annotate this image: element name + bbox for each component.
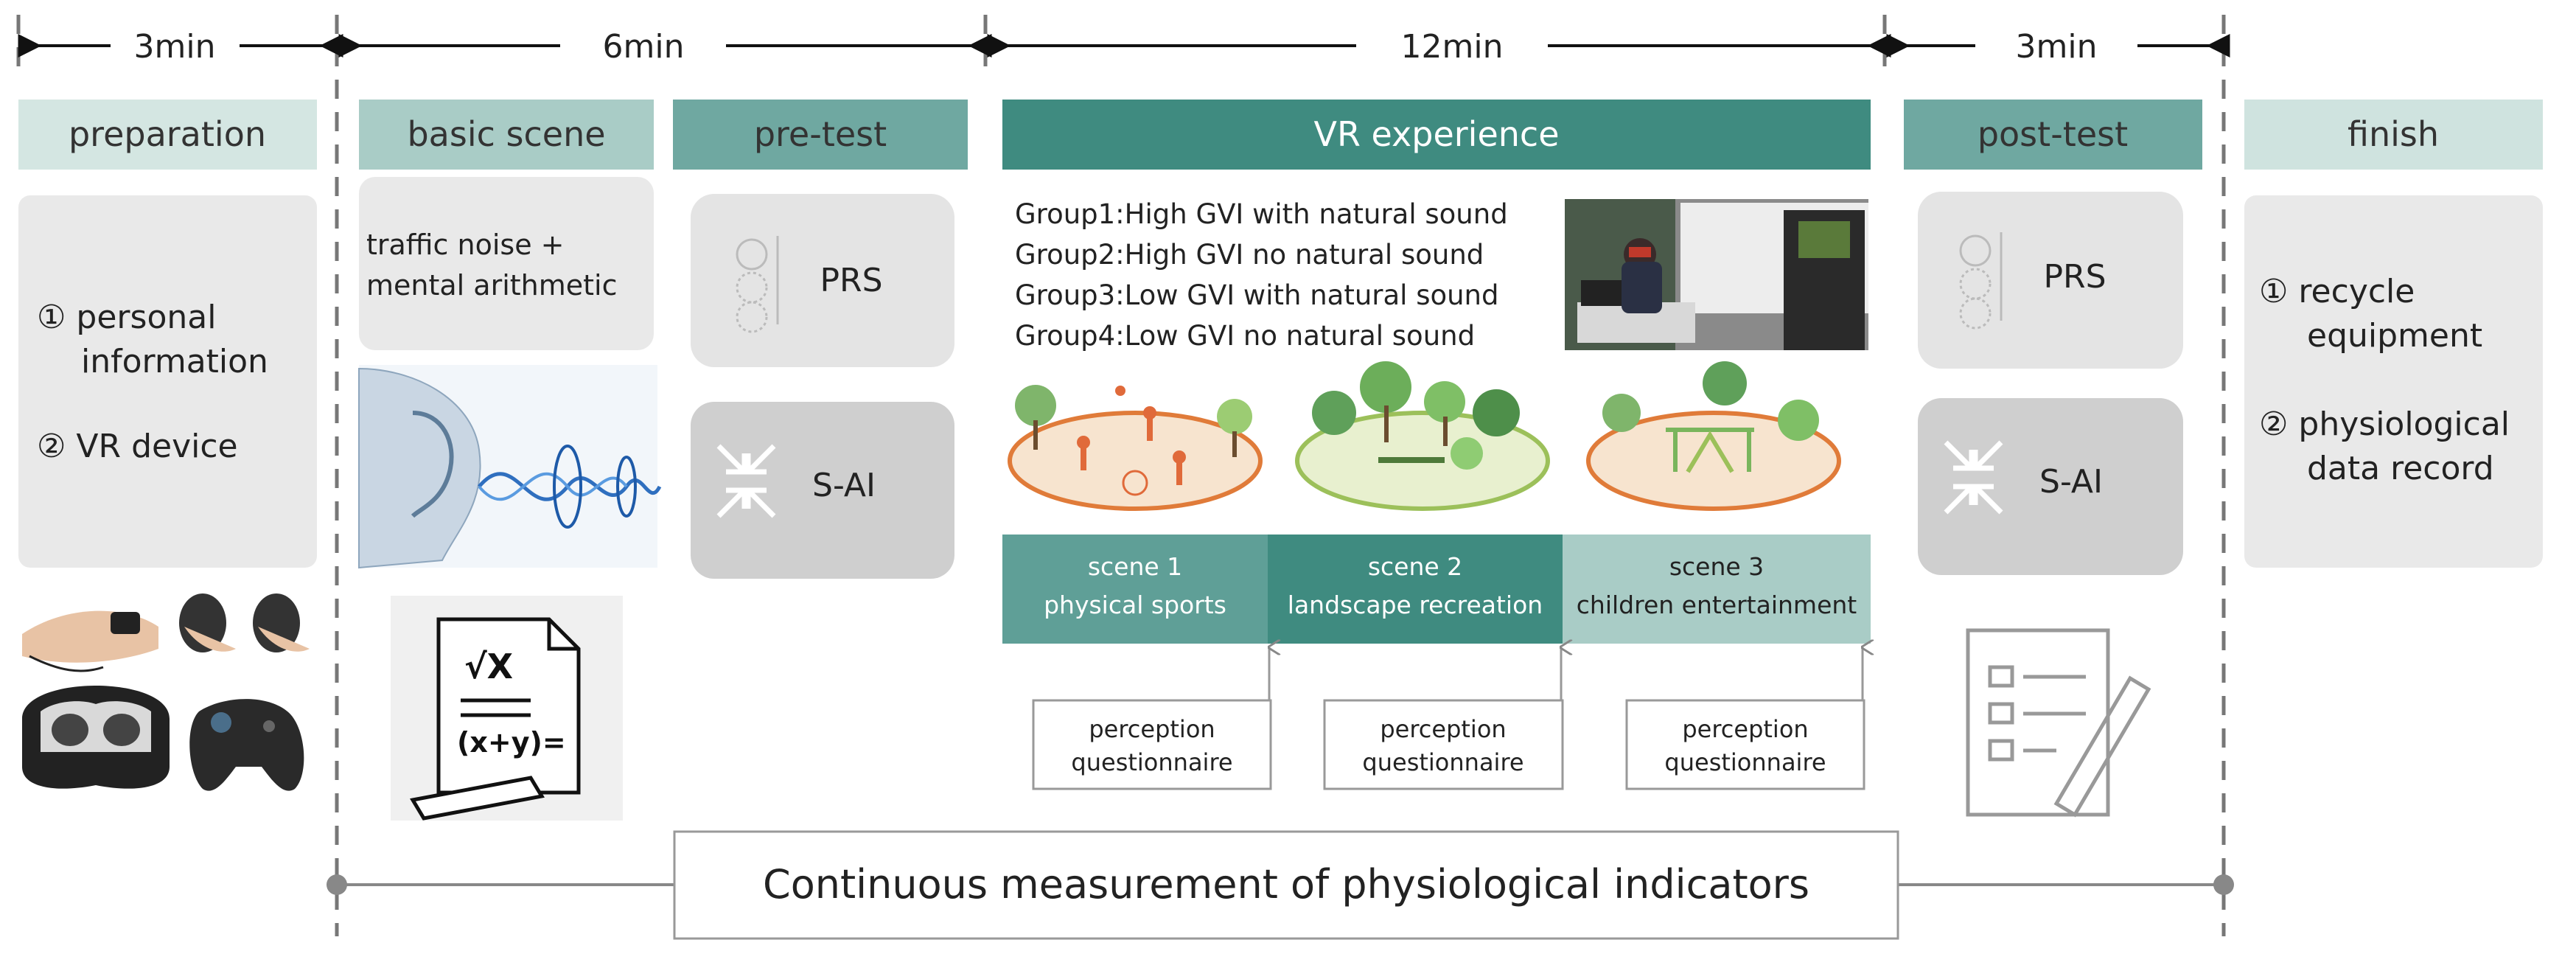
questionnaire-1-line1: perception	[1089, 715, 1215, 743]
finish-item1-line1: ① recycle	[2259, 273, 2415, 310]
post-test-document-icon	[1966, 628, 2151, 818]
preparation-item1-line2: information	[81, 343, 268, 380]
scene-1-line2: physical sports	[1044, 591, 1226, 619]
scene-1-illustration	[1008, 385, 1263, 511]
pre-test-prs-box	[691, 194, 954, 367]
questionnaire-box-1	[1032, 699, 1272, 790]
scene-2-box	[1268, 535, 1563, 644]
header-preparation: preparation	[69, 114, 266, 154]
vr-experiment-photo	[1565, 199, 1868, 350]
group-1: Group1:High GVI with natural sound	[1015, 198, 1508, 230]
header-basic-scene-box	[359, 100, 654, 170]
math-document-icon: √X (x+y)=	[391, 596, 623, 821]
scene-2-line1: scene 2	[1368, 552, 1462, 581]
questionnaire-2-line1: perception	[1380, 715, 1506, 743]
group-4: Group4:Low GVI no natural sound	[1015, 320, 1475, 352]
post-test-compress-icon	[1944, 440, 2003, 515]
finish-content-box	[2244, 195, 2543, 568]
finish-item1-line2: equipment	[2307, 317, 2482, 355]
pre-test-face-icon	[736, 236, 779, 333]
questionnaire-box-3	[1625, 699, 1865, 790]
header-preparation-box	[18, 100, 317, 170]
header-pre-test: pre-test	[754, 114, 887, 154]
basic-scene-text-box	[359, 177, 654, 350]
formula-top: √X	[464, 647, 513, 686]
preparation-item2: ② VR device	[37, 428, 238, 465]
scene-3-illustration	[1586, 361, 1841, 511]
header-vr-experience-box	[1002, 100, 1871, 170]
questionnaire-box-2	[1323, 699, 1564, 790]
post-test-face-icon	[1959, 232, 2003, 330]
scene-3-line1: scene 3	[1669, 552, 1764, 581]
scene-1-line1: scene 1	[1088, 552, 1182, 581]
group-2: Group2:High GVI no natural sound	[1015, 239, 1484, 271]
header-post-test-box	[1904, 100, 2202, 170]
gamepad-icon	[189, 699, 304, 791]
duration-label-4: 3min	[2016, 28, 2098, 66]
pre-test-prs-label: PRS	[820, 262, 882, 299]
post-test-prs-label: PRS	[2043, 258, 2106, 296]
questionnaire-3-line1: perception	[1682, 715, 1808, 743]
duration-label-2: 6min	[603, 28, 685, 66]
pre-test-sai-box	[691, 402, 954, 579]
header-finish-box	[2244, 100, 2543, 170]
questionnaire-2-line2: questionnaire	[1362, 748, 1523, 776]
ear-soundwave-illustration	[358, 365, 662, 569]
phase-dividers	[16, 15, 2226, 936]
scene-2-illustration	[1295, 361, 1550, 511]
bottom-label-box	[673, 830, 1899, 940]
scene-2-line2: landscape recreation	[1288, 591, 1543, 619]
duration-label-3: 12min	[1401, 28, 1504, 66]
scene-3-box	[1563, 535, 1871, 644]
group-3: Group3:Low GVI with natural sound	[1015, 279, 1499, 311]
scene-3-line2: children entertainment	[1577, 591, 1857, 619]
pre-test-sai-label: S-AI	[812, 467, 876, 504]
controllers-icon	[179, 593, 310, 652]
finish-item2-line2: data record	[2307, 450, 2494, 487]
post-test-sai-label: S-AI	[2039, 463, 2103, 501]
finish-item2-line1: ② physiological	[2259, 405, 2510, 443]
questionnaire-1-line2: questionnaire	[1071, 748, 1232, 776]
duration-label-1: 3min	[134, 28, 216, 66]
bottom-label: Continuous measurement of physiological …	[763, 861, 1809, 908]
header-pre-test-box	[673, 100, 968, 170]
basic-scene-line1: traffic noise +	[366, 229, 565, 261]
preparation-content-box	[18, 195, 317, 568]
timeline-end-dot	[2213, 874, 2234, 895]
questionnaire-3-line2: questionnaire	[1664, 748, 1826, 776]
preparation-item1-line1: ① personal	[37, 299, 216, 336]
post-test-sai-box	[1918, 398, 2183, 575]
vr-devices-illustration	[22, 593, 310, 791]
header-vr-experience: VR experience	[1313, 114, 1559, 154]
formula-bottom: (x+y)=	[457, 726, 566, 759]
hand-sensor-icon	[22, 610, 158, 672]
header-basic-scene: basic scene	[407, 114, 605, 154]
vr-headset-icon	[22, 686, 170, 789]
timeline-start-dot	[327, 874, 347, 895]
header-finish: finish	[2348, 114, 2439, 154]
pre-test-compress-icon	[716, 444, 776, 518]
scene-1-box	[1002, 535, 1268, 644]
header-post-test: post-test	[1978, 114, 2128, 154]
basic-scene-line2: mental arithmetic	[366, 269, 618, 302]
